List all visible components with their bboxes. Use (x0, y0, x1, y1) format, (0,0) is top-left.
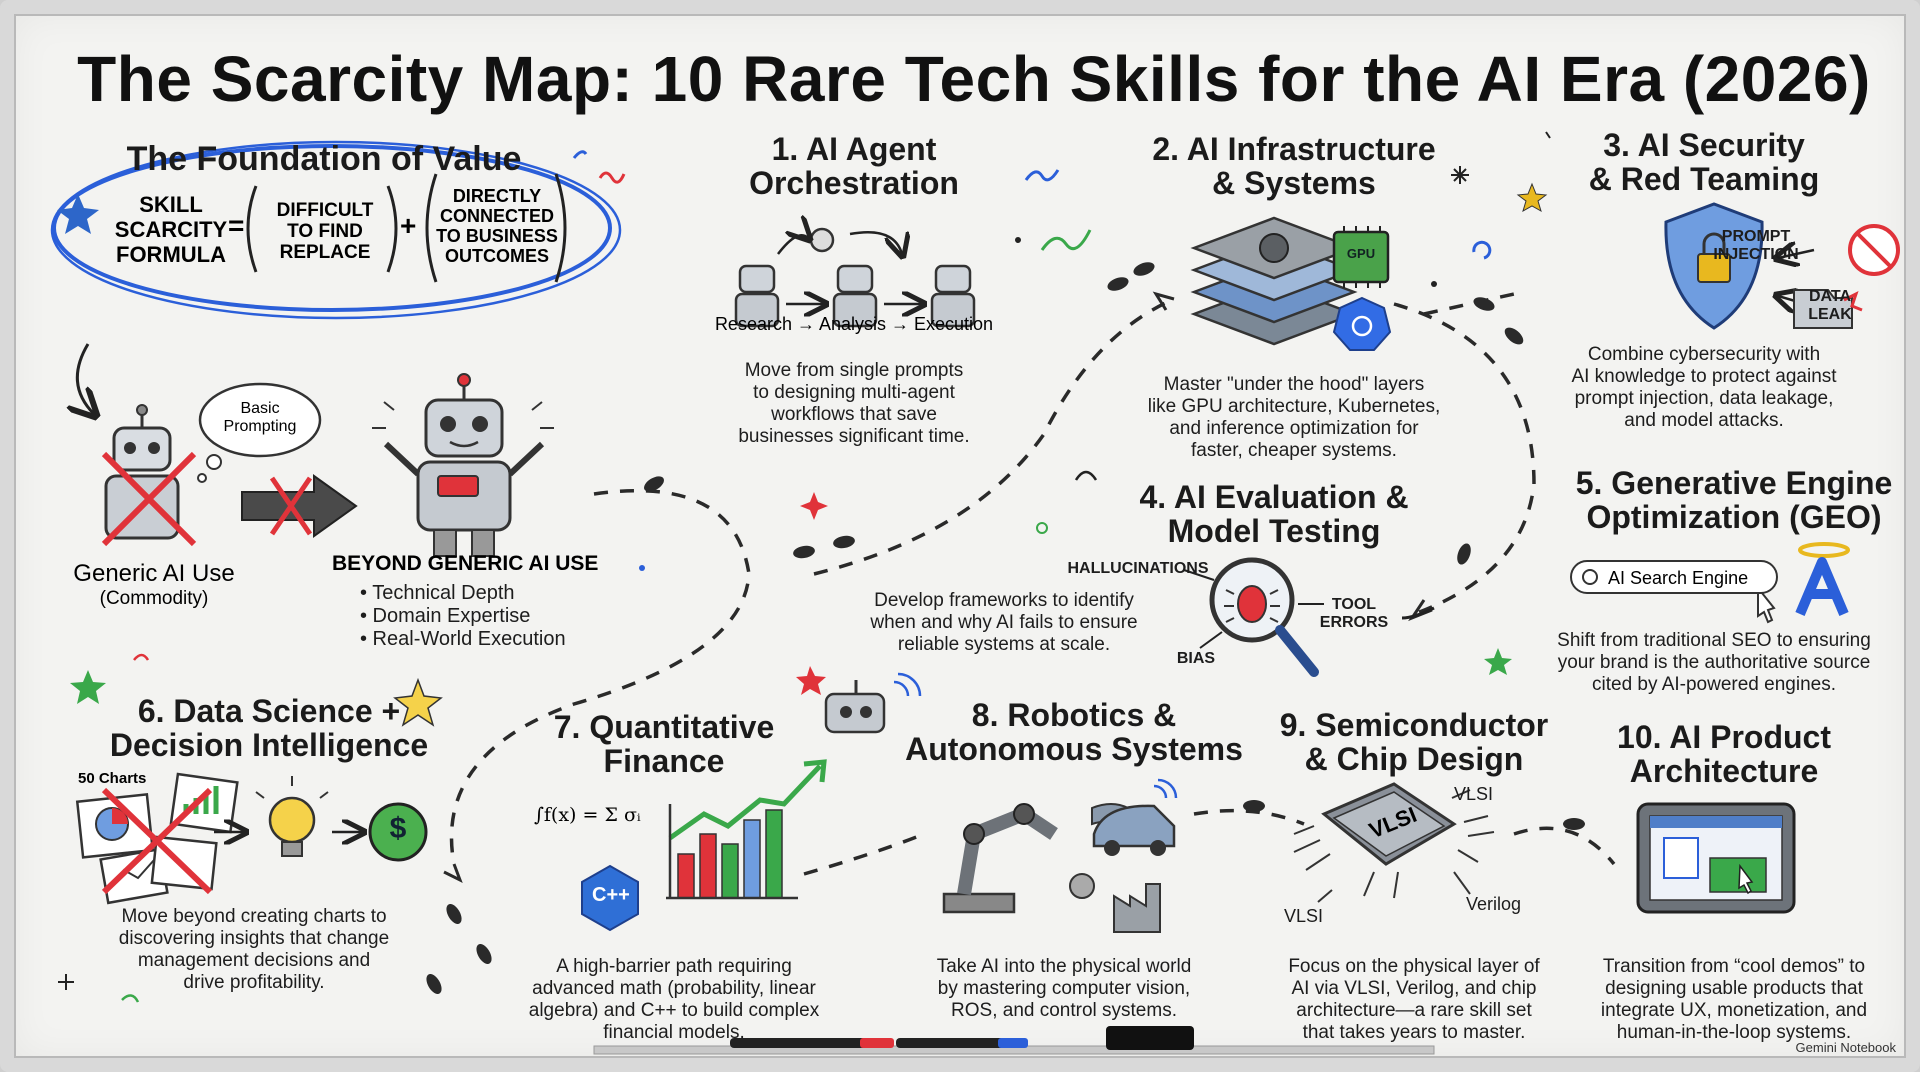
list-item: • Technical Depth (360, 582, 515, 604)
formula-ellipse (50, 140, 622, 320)
whiteboard-drawings (50, 131, 1900, 1055)
list-item: • Real-World Execution (360, 628, 566, 650)
vlsi-label-bottom: VLSI (1284, 906, 1324, 926)
dollar-icon: $ (389, 812, 407, 845)
ai-search-text: AI Search Engine (1608, 568, 1749, 588)
hallucinations-label: HALLUCINATIONS (1067, 560, 1209, 577)
skill-1-flow: Research → Analysis → Execution (714, 314, 994, 334)
footprints (426, 262, 1585, 994)
skill-4-heading: 4. AI Evaluation &Model Testing (1139, 479, 1409, 549)
formula-left: SKILL SCARCITY FORMULA (114, 192, 228, 267)
skill-9-heading: 9. Semiconductor& Chip Design (1279, 707, 1549, 777)
page-title: The Scarcity Map: 10 Rare Tech Skills fo… (77, 43, 1871, 115)
footprint-path (449, 292, 1616, 876)
crossed-arrow-icon (241, 474, 358, 538)
skill-8-heading: 8. Robotics &Autonomous Systems (905, 697, 1243, 767)
ai-search-box: AI Search Engine (1570, 560, 1778, 594)
formula-arrow (77, 343, 94, 414)
beyond-heading: BEYOND GENERIC AI USE (332, 552, 599, 575)
foundation-heading: The Foundation of Value (126, 140, 522, 178)
security-shield-icon (1664, 202, 1900, 330)
thought-bubble-text: Basic Prompting (223, 400, 297, 435)
agent-robots-icon (734, 229, 976, 328)
marker-tray (593, 1026, 1435, 1055)
formula-term2: DIRECTLY CONNECTED TO BUSINESS OUTCOMES (436, 186, 558, 266)
fifty-charts-label: 50 Charts (78, 770, 147, 787)
list-item: • Domain Expertise (360, 605, 531, 627)
skill-6-heading: 6. Data Science +Decision Intelligence (109, 693, 429, 763)
generic-robot-icon (101, 404, 197, 547)
beyond-list: • Technical Depth • Domain Expertise • R… (360, 582, 620, 651)
generic-ai-sublabel: (Commodity) (99, 588, 209, 609)
decorations (57, 131, 1551, 1003)
bug-magnifier-icon (1183, 557, 1324, 677)
decision-chart-icons (75, 772, 428, 905)
bias-label: BIAS (1176, 650, 1216, 667)
formula-plus: + (400, 210, 417, 241)
infrastructure-stack-icon (1190, 216, 1392, 351)
geo-logo-icon (1757, 542, 1850, 624)
skill-3-heading: 3. AI Security& Red Teaming (1588, 127, 1820, 197)
thought-bubble (197, 382, 322, 483)
generic-ai-label: Generic AI Use (73, 560, 235, 587)
finance-chart-icon (581, 759, 827, 932)
vlsi-chip-icon (1293, 782, 1495, 903)
product-tablet-icon (1636, 802, 1796, 914)
gpu-chip-label: GPU (1346, 246, 1376, 261)
watermark: Gemini Notebook (1795, 1040, 1896, 1055)
formula-term1: DIFFICULT TO FIND REPLACE (276, 200, 374, 263)
robotics-icon (824, 672, 1178, 933)
advanced-robot-icon (372, 373, 554, 557)
math-formula: ∫f(x) = Σ σᵢ (534, 804, 641, 826)
verilog-label: Verilog (1466, 894, 1522, 914)
formula-equals: = (228, 210, 245, 241)
skill-2-heading: 2. AI Infrastructure& Systems (1152, 131, 1436, 201)
search-icon (1582, 569, 1598, 585)
vlsi-label-top: VLSI (1454, 784, 1494, 804)
cpp-logo-icon: C++ (592, 884, 630, 906)
